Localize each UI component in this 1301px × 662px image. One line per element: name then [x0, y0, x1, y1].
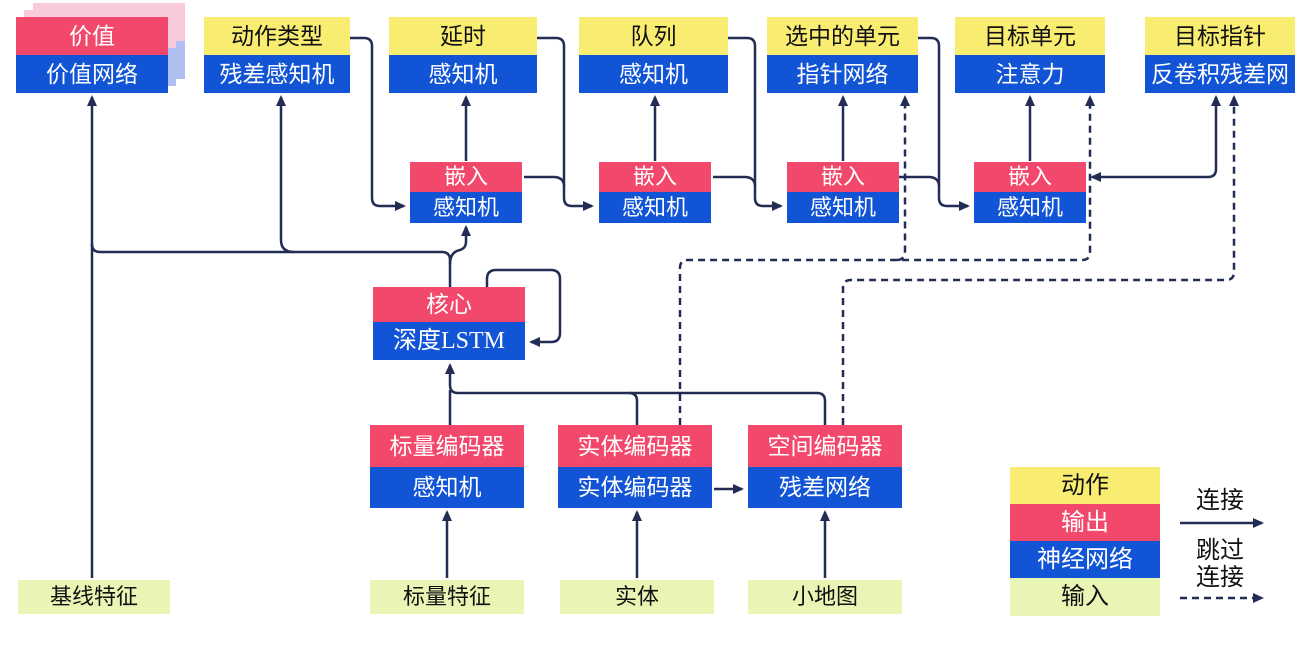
node-core: 核心 深度LSTM — [373, 287, 525, 360]
queued-title: 队列 — [579, 17, 728, 55]
line-core-to-left-heads — [90, 243, 452, 287]
scalar-features-label: 标量特征 — [370, 580, 524, 614]
solid-connections — [87, 36, 1264, 578]
node-embedding-4: 嵌入 感知机 — [974, 162, 1086, 223]
legend-output-swatch: 输出 — [1010, 504, 1160, 541]
embedding-3-title: 嵌入 — [787, 162, 899, 192]
embedding-1-network: 感知机 — [410, 192, 522, 223]
line-actiontype-to-embed1 — [350, 36, 406, 211]
node-entity-encoder: 实体编码器 实体编码器 — [558, 425, 712, 508]
entities-label: 实体 — [560, 580, 714, 614]
target-point-network: 反卷积残差网 — [1145, 55, 1295, 93]
embedding-2-title: 嵌入 — [599, 162, 711, 192]
core-title: 核心 — [373, 287, 525, 322]
line-to-residual-mlp-head — [276, 95, 295, 254]
skip-connections — [678, 95, 1264, 603]
node-delay: 延时 感知机 — [389, 17, 537, 93]
legend-color-key: 动作 输出 神经网络 输入 — [1010, 467, 1160, 616]
legend-network-swatch: 神经网络 — [1010, 541, 1160, 578]
line-queued-to-embed3 — [728, 36, 783, 211]
value-title: 价值 — [16, 17, 168, 55]
baseline-features-label: 基线特征 — [18, 580, 170, 614]
embedding-1-title: 嵌入 — [410, 162, 522, 192]
skip-entity-to-heads — [678, 95, 1095, 425]
entity-encoder-network: 实体编码器 — [558, 467, 712, 508]
delay-title: 延时 — [389, 17, 537, 55]
line-selected-to-embed4 — [918, 36, 970, 211]
node-queued: 队列 感知机 — [579, 17, 728, 93]
node-scalar-encoder: 标量编码器 感知机 — [370, 425, 524, 508]
node-input-scalar: 标量特征 — [370, 580, 524, 614]
minimap-label: 小地图 — [748, 580, 902, 614]
line-embed1-join — [524, 175, 566, 187]
node-input-minimap: 小地图 — [748, 580, 902, 614]
legend-input-swatch: 输入 — [1010, 578, 1160, 616]
scalar-encoder-title: 标量编码器 — [370, 425, 524, 467]
line-core-to-embed1 — [448, 225, 471, 265]
target-unit-network: 注意力 — [955, 55, 1105, 93]
node-action-type: 动作类型 残差感知机 — [204, 17, 350, 93]
selected-units-network: 指针网络 — [767, 55, 918, 93]
line-embed2-join — [713, 175, 757, 187]
node-embedding-3: 嵌入 感知机 — [787, 162, 899, 223]
lstm-recurrent-loop — [485, 268, 562, 347]
line-encoders-to-lstm — [445, 363, 827, 425]
embedding-4-network: 感知机 — [974, 192, 1086, 223]
line-entity-encoder-stub — [628, 391, 639, 425]
spatial-encoder-title: 空间编码器 — [748, 425, 902, 467]
node-target-unit: 目标单元 注意力 — [955, 17, 1105, 93]
skip-entity-to-pointer — [896, 95, 910, 262]
embedding-4-title: 嵌入 — [974, 162, 1086, 192]
core-network: 深度LSTM — [373, 322, 525, 360]
legend-skip-label-line2: 连接 — [1196, 565, 1244, 591]
delay-network: 感知机 — [389, 55, 537, 93]
node-value: 价值 价值网络 — [16, 17, 168, 93]
scalar-encoder-network: 感知机 — [370, 467, 524, 508]
target-point-title: 目标指针 — [1145, 17, 1295, 55]
value-network: 价值网络 — [16, 55, 168, 93]
spatial-encoder-network: 残差网络 — [748, 467, 902, 508]
embedding-3-network: 感知机 — [787, 192, 899, 223]
action-type-title: 动作类型 — [204, 17, 350, 55]
legend-action-swatch: 动作 — [1010, 467, 1160, 504]
queued-network: 感知机 — [579, 55, 728, 93]
line-delay-to-embed2 — [537, 36, 594, 211]
action-type-network: 残差感知机 — [204, 55, 350, 93]
node-input-entities: 实体 — [560, 580, 714, 614]
entity-encoder-title: 实体编码器 — [558, 425, 712, 467]
node-embedding-1: 嵌入 感知机 — [410, 162, 522, 223]
node-target-point: 目标指针 反卷积残差网 — [1145, 17, 1295, 93]
legend-skip-label-line1: 跳过 — [1196, 538, 1244, 564]
selected-units-title: 选中的单元 — [767, 17, 918, 55]
line-embed4-targetpoint — [1090, 95, 1221, 182]
embedding-2-network: 感知机 — [599, 192, 711, 223]
line-embed3-join — [897, 175, 941, 187]
legend-connection-label: 连接 — [1196, 488, 1244, 514]
node-selected-units: 选中的单元 指针网络 — [767, 17, 918, 93]
node-spatial-encoder: 空间编码器 残差网络 — [748, 425, 902, 508]
skip-spatial-to-targetpoint — [841, 95, 1239, 425]
target-unit-title: 目标单元 — [955, 17, 1105, 55]
node-embedding-2: 嵌入 感知机 — [599, 162, 711, 223]
node-input-baseline: 基线特征 — [18, 580, 170, 614]
